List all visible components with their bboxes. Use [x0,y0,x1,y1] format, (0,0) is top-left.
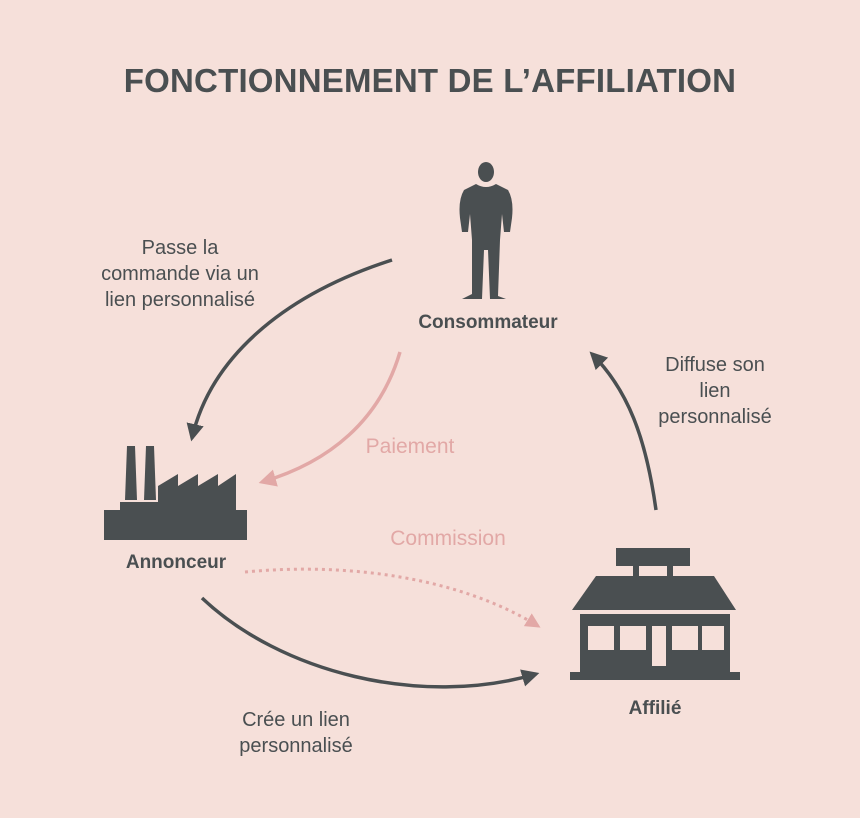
affiliate-label: Affilié [628,698,682,719]
order-arrow [186,258,393,442]
share-link-label-line: Diffuse son [665,354,765,376]
commission-label: Commission [390,527,506,550]
payment-label: Paiement [365,435,455,458]
share-link-arrow [589,351,658,511]
consumer-label: Consommateur [418,312,558,333]
order-label-line: lien personnalisé [104,289,256,311]
share-link-label: Diffuse son lien personnalisé [630,352,800,430]
share-link-label-line: personnalisé [658,406,772,428]
storefront-icon [570,548,740,680]
factory-icon [104,446,247,540]
create-link-label-line: personnalisé [239,735,353,757]
order-label: Passe la commande via un lien personnali… [70,235,290,313]
order-label-line: Passe la [141,237,219,259]
person-icon [459,162,513,299]
diagram-title: FONCTIONNEMENT DE L’AFFILIATION [123,62,737,99]
create-link-label-line: Crée un lien [242,709,350,731]
share-link-label-line: lien [699,380,731,402]
payment-arrow [258,351,402,487]
create-link-arrow [200,596,540,689]
create-link-label: Crée un lien personnalisé [196,707,396,759]
commission-arrow [244,567,541,628]
advertiser-label: Annonceur [125,552,227,573]
order-label-line: commande via un [101,263,259,285]
